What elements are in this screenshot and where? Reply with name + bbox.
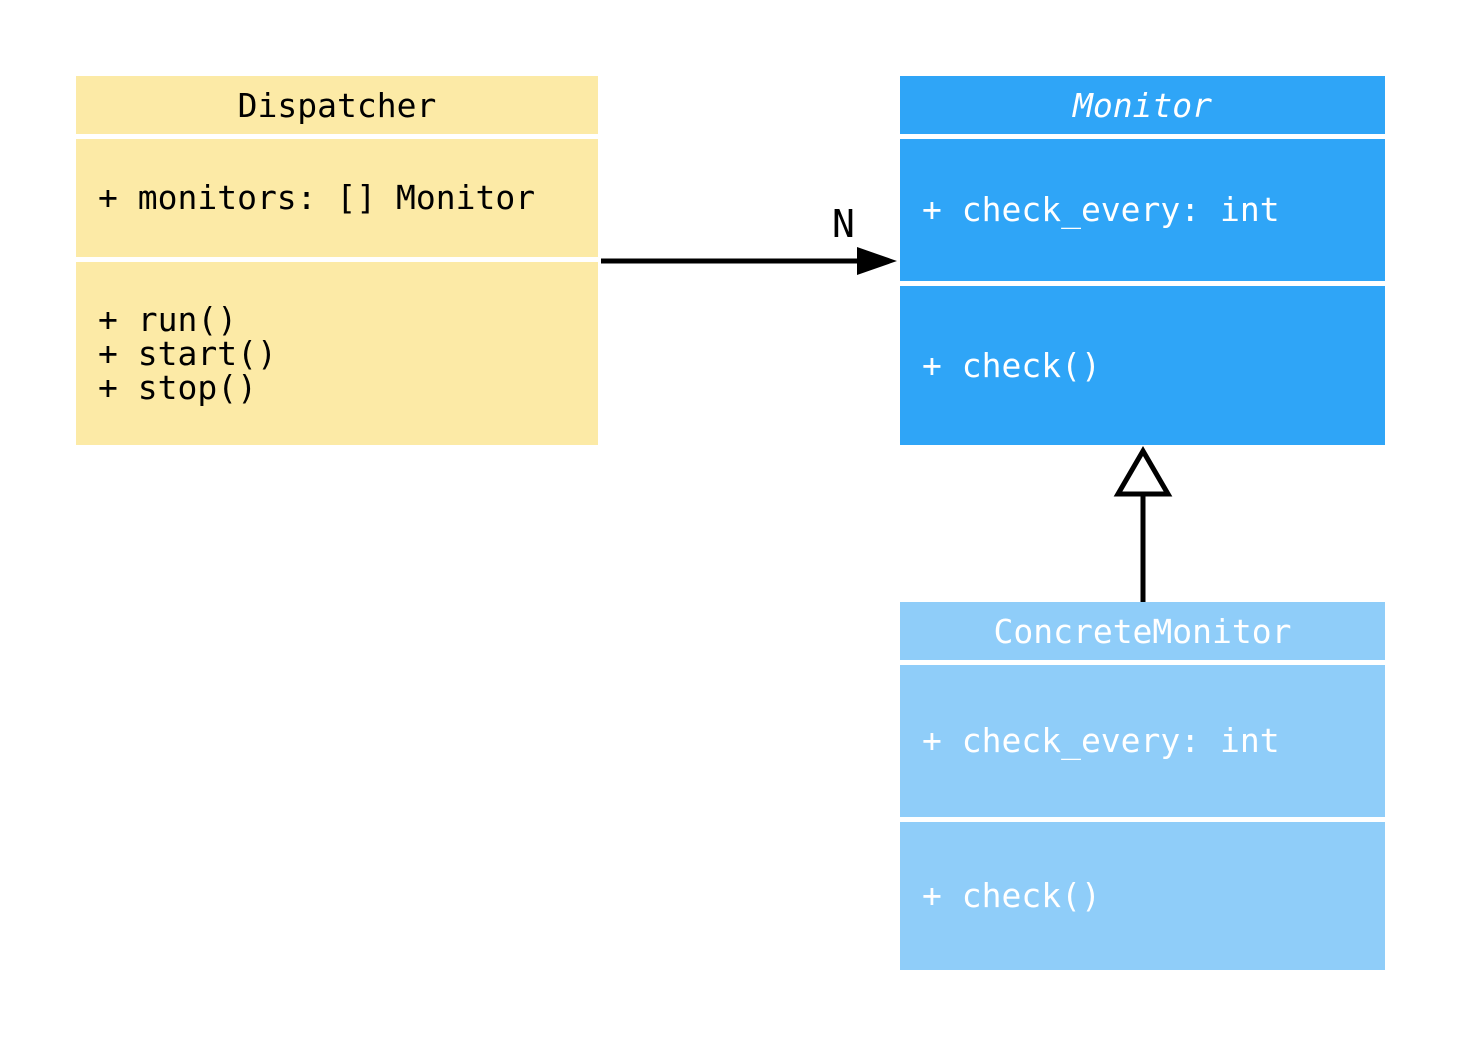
concrete-monitor-methods-compartment: + check()	[900, 822, 1385, 970]
concrete-monitor-attributes-compartment: + check_every: int	[900, 665, 1385, 817]
method-line: + start()	[98, 333, 277, 373]
dispatcher-methods-compartment: + run() + start() + stop()	[76, 262, 598, 445]
class-name: Dispatcher	[237, 85, 437, 125]
method-line: + run()	[98, 299, 238, 339]
multiplicity-label: N	[832, 202, 855, 246]
class-box-concrete-monitor: ConcreteMonitor + check_every: int + che…	[900, 602, 1385, 970]
method-line: + stop()	[98, 367, 257, 407]
concrete-monitor-title-compartment: ConcreteMonitor	[900, 602, 1385, 660]
inheritance-arrow	[1113, 446, 1173, 602]
dispatcher-attributes-compartment: + monitors: [] Monitor	[76, 139, 598, 257]
monitor-methods-compartment: + check()	[900, 286, 1385, 445]
monitor-attributes-compartment: + check_every: int	[900, 139, 1385, 281]
class-name: ConcreteMonitor	[993, 611, 1292, 651]
attribute-line: + check_every: int	[922, 190, 1280, 229]
attribute-line: + check_every: int	[922, 721, 1280, 760]
class-box-monitor: Monitor + check_every: int + check()	[900, 76, 1385, 445]
method-line: + check()	[922, 345, 1101, 385]
method-line: + check()	[922, 876, 1101, 915]
class-box-dispatcher: Dispatcher + monitors: [] Monitor + run(…	[76, 76, 598, 445]
dispatcher-title-compartment: Dispatcher	[76, 76, 598, 134]
class-name: Monitor	[1072, 85, 1213, 125]
monitor-title-compartment: Monitor	[900, 76, 1385, 134]
association-arrow	[601, 247, 897, 275]
attribute-line: + monitors: [] Monitor	[98, 178, 536, 217]
